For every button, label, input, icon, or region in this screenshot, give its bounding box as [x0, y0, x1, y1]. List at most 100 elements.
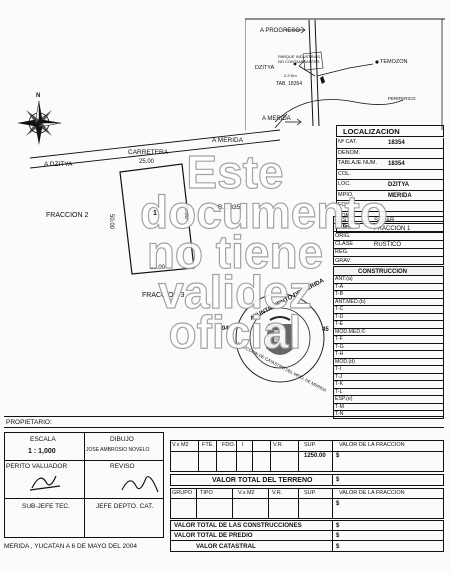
dibujo-label: DIBUJO — [110, 436, 134, 443]
terreno-column-line — [216, 440, 217, 472]
construccion-row-label: MOD.MED.© — [335, 328, 366, 335]
terreno-column-line — [332, 440, 333, 472]
compass-rose-icon — [17, 100, 62, 145]
localizacion-row-label: FOLIO — [338, 202, 355, 208]
construccion-row — [333, 321, 444, 329]
localizacion-row-label: CLASE — [335, 241, 354, 248]
construcciones-column-line — [298, 488, 299, 519]
construccion-row — [333, 343, 444, 351]
map-label-park: PARQUE INDUSTRIAS — [278, 54, 320, 59]
localizacion-row — [336, 148, 444, 159]
construccion-row — [333, 366, 444, 374]
construccion-row — [333, 336, 444, 344]
terreno-header-cell: V.R. — [273, 442, 284, 448]
construccion-row-label: T-A — [335, 283, 344, 290]
perito-signature-icon — [29, 475, 61, 491]
construccion-row — [333, 298, 444, 306]
signature-divider — [4, 498, 164, 499]
construccion-row — [333, 403, 444, 411]
fraccion-3-label: FRACCION 3 — [142, 292, 185, 299]
localizacion-row-label: Nº CAT. — [338, 139, 358, 145]
totals-value: $ — [336, 533, 340, 539]
map-label-distance: 2.2 Km — [284, 73, 297, 78]
reviso-label: REVISO — [110, 463, 135, 470]
map-label-periferico: PERIFERICO — [388, 96, 416, 101]
terreno-column-line — [270, 440, 271, 472]
localizacion-row — [336, 190, 444, 201]
construcciones-column-line — [332, 488, 333, 519]
terreno-header — [170, 440, 444, 452]
construccion-row — [333, 396, 444, 404]
construcciones-header-cell: TIPO — [200, 490, 213, 496]
construccion-row — [333, 358, 444, 366]
localizacion-row — [333, 248, 444, 257]
fraccion-2-label: FRACCION 2 — [46, 212, 89, 219]
construccion-row-label: T-B — [335, 291, 344, 298]
construcciones-column-line — [268, 488, 269, 519]
localizacion-row — [336, 180, 444, 191]
localizacion-row-label: GRAV. — [335, 257, 352, 264]
signature-divider — [4, 460, 164, 461]
localizacion-row — [336, 159, 444, 170]
localizacion-row-label: DEST — [335, 216, 350, 223]
localizacion-row — [333, 232, 444, 241]
terreno-header-cell: I — [242, 442, 244, 448]
totals-divider — [332, 530, 333, 541]
map-label-dzitya: DZITYA — [255, 65, 275, 71]
construccion-row-label: T-G — [335, 343, 344, 350]
terreno-header-cell: V.x M2 — [172, 442, 189, 448]
map-label-park-2: NO CONTAMINANTES — [278, 59, 320, 64]
escala-label: ESCALA — [30, 436, 56, 443]
localizacion-row — [336, 138, 444, 149]
construcciones-body — [170, 499, 444, 519]
construccion-row-label: T-H — [335, 351, 344, 358]
construccion-row — [333, 328, 444, 336]
propietario-label: PROPIETARIO: — [6, 419, 52, 426]
construccion-title: CONSTRUCCION — [358, 269, 407, 275]
footer-date: MERIDA , YUCATAN A 6 DE MAYO DEL 2004 — [4, 543, 137, 550]
localizacion-row — [336, 169, 444, 180]
construccion-row — [333, 411, 444, 419]
construcciones-header-cell: GRUPO — [172, 490, 193, 496]
localizacion-row-label: MPIO. — [338, 191, 354, 198]
totals-label: VALOR TOTAL DE LAS CONSTRUCCIONES — [174, 521, 302, 529]
localizacion-header: LOCALIZACION — [336, 125, 444, 137]
construccion-row — [333, 351, 444, 359]
construccion-row — [333, 313, 444, 321]
construcciones-column-line — [196, 488, 197, 519]
terreno-total-divider — [332, 474, 333, 486]
construccion-row — [333, 381, 444, 389]
localizacion-row-value: MERIDA — [388, 192, 412, 199]
construccion-header: CONSTRUCCION — [333, 266, 444, 276]
dim-right: 50.00 — [183, 204, 189, 220]
map-label-merida: A MERIDA — [262, 116, 291, 122]
dim-left: 50.00 — [108, 214, 114, 230]
road-name-label: CARRETERA — [128, 149, 169, 156]
localizacion-row — [333, 240, 444, 249]
localizacion-row-label: COL. — [338, 170, 351, 177]
signature-divider — [84, 432, 85, 538]
lot-number: 1 — [153, 210, 157, 217]
terreno-body — [170, 452, 444, 472]
terreno-total-row — [170, 474, 444, 486]
construcciones-dollar: $ — [336, 501, 340, 507]
location-map — [245, 18, 445, 130]
localizacion-row-label: DENOM. — [338, 149, 360, 156]
seal-right-num: 45 — [322, 327, 329, 333]
terreno-sup-value: 1250.00 — [304, 453, 326, 459]
construccion-row-label: T-K — [335, 381, 344, 388]
seal-left-num: 04 — [222, 326, 229, 332]
localizacion-row — [336, 201, 444, 212]
construccion-row-label: T-C — [335, 306, 344, 313]
construccion-row-label: ESP.(e) — [335, 396, 353, 403]
construccion-row-label: T-M — [335, 403, 344, 410]
totals-label: VALOR CATASTRAL — [196, 542, 256, 550]
localizacion-row-value: 18354 — [388, 140, 405, 146]
construcciones-header-cell: VALOR DE LA FRACCION — [339, 490, 405, 496]
construccion-row-label: T-L — [335, 388, 343, 395]
localizacion-row-value: SOLAR — [374, 217, 395, 224]
totals-label: VALOR TOTAL DE PREDIO — [174, 532, 253, 539]
localizacion-row-label: REG. — [335, 249, 349, 256]
construccion-row-label: MOD.(d) — [335, 358, 355, 365]
road-left-label: A DZITYA — [44, 161, 73, 168]
